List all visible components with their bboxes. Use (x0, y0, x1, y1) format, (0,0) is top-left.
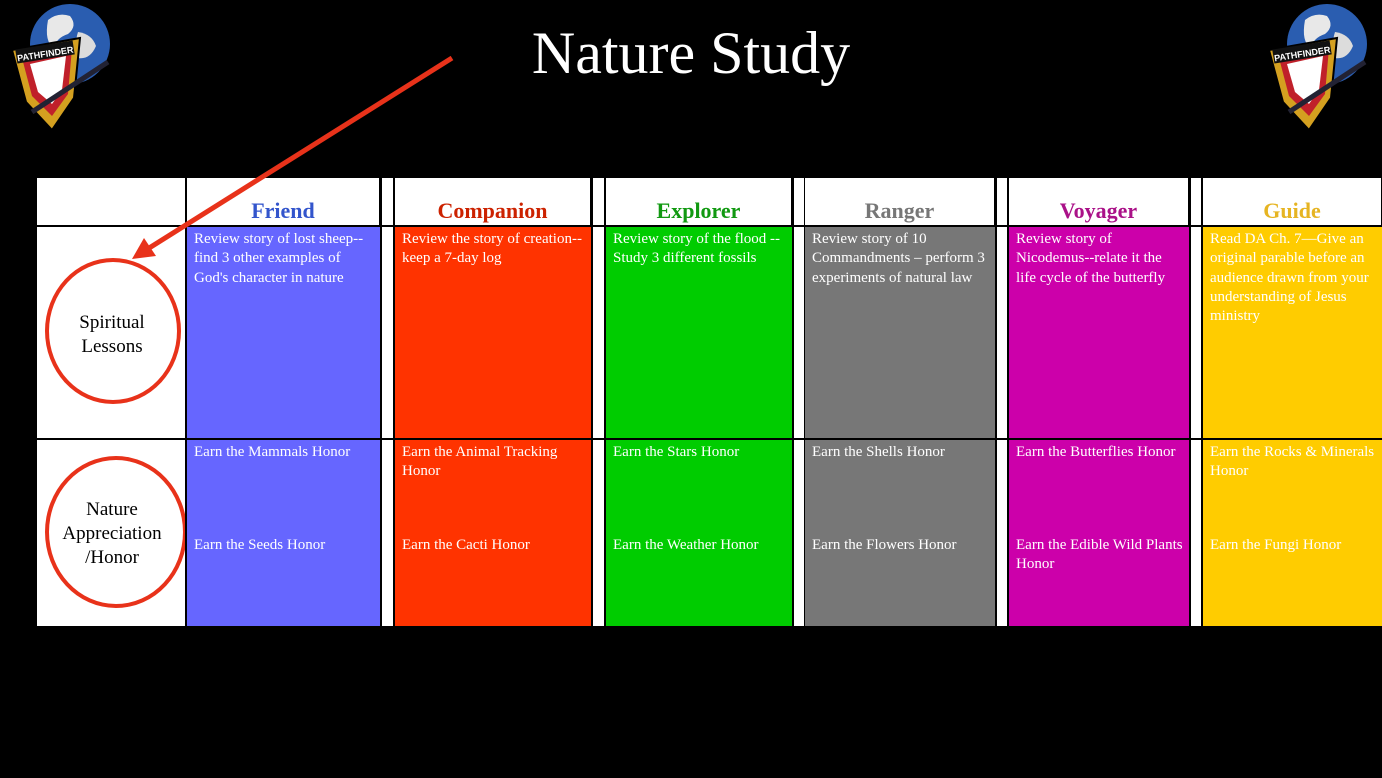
honor-text-explorer-1: Earn the Stars Honor (613, 444, 740, 460)
column-spacer (380, 178, 395, 626)
column-spacer (995, 178, 1009, 626)
column-spacer (1189, 178, 1203, 626)
honor-text-ranger-2: Earn the Flowers Honor (812, 537, 957, 553)
pathfinder-logo-right: PATHFINDER (1267, 4, 1367, 132)
header-label-ranger: Ranger (864, 198, 935, 223)
header-guide: Guide (1203, 178, 1382, 226)
pathfinder-logo-left: PATHFINDER (10, 4, 110, 132)
spiritual-cell-explorer: Review story of the flood --Study 3 diff… (606, 226, 792, 439)
column-spacer (792, 178, 806, 626)
spiritual-cell-companion: Review the story of creation--keep a 7-d… (395, 226, 591, 439)
honor-text-ranger-1: Earn the Shells Honor (812, 444, 945, 460)
header-voyager: Voyager (1009, 178, 1189, 226)
column-spacer (591, 178, 606, 626)
spiritual-cell-guide: Read DA Ch. 7—Give an original parable b… (1203, 226, 1382, 439)
row-divider (37, 225, 1382, 227)
nature-study-table: Spiritual Lessons Nature Appreciation /H… (37, 178, 1382, 626)
honor-text-guide-2: Earn the Fungi Honor (1210, 537, 1342, 553)
honor-text-voyager-1: Earn the Butterflies Honor (1016, 444, 1176, 460)
header-friend: Friend (187, 178, 380, 226)
honor-text-friend-1: Earn the Mammals Honor (194, 444, 351, 460)
header-label-guide: Guide (1263, 198, 1321, 223)
honor-text-friend-2: Earn the Seeds Honor (194, 537, 326, 553)
honor-text-guide-1: Earn the Rocks & Minerals Honor (1210, 444, 1375, 480)
page-title: Nature Study (531, 20, 851, 86)
honor-text-companion-1: Earn the Animal Tracking Honor (402, 444, 558, 480)
header-label-companion: Companion (437, 198, 548, 223)
header-label-voyager: Voyager (1059, 198, 1138, 223)
header-label-explorer: Explorer (656, 198, 741, 223)
honor-text-explorer-2: Earn the Weather Honor (613, 537, 759, 553)
highlight-circle-spiritual (45, 258, 181, 404)
spiritual-cell-friend: Review story of lost sheep--find 3 other… (187, 226, 380, 439)
honor-text-voyager-2: Earn the Edible Wild Plants Honor (1016, 537, 1183, 573)
honor-text-companion-2: Earn the Cacti Honor (402, 537, 530, 553)
header-ranger: Ranger (805, 178, 995, 226)
row-divider (37, 438, 1382, 440)
highlight-circle-nature (45, 456, 187, 608)
spiritual-cell-ranger: Review story of 10 Commandments – perfor… (805, 226, 995, 439)
header-label-friend: Friend (251, 198, 315, 223)
spiritual-cell-voyager: Review story of Nicodemus--relate it the… (1009, 226, 1189, 439)
header-explorer: Explorer (606, 178, 792, 226)
header-companion: Companion (395, 178, 591, 226)
label-column-divider (185, 178, 187, 626)
